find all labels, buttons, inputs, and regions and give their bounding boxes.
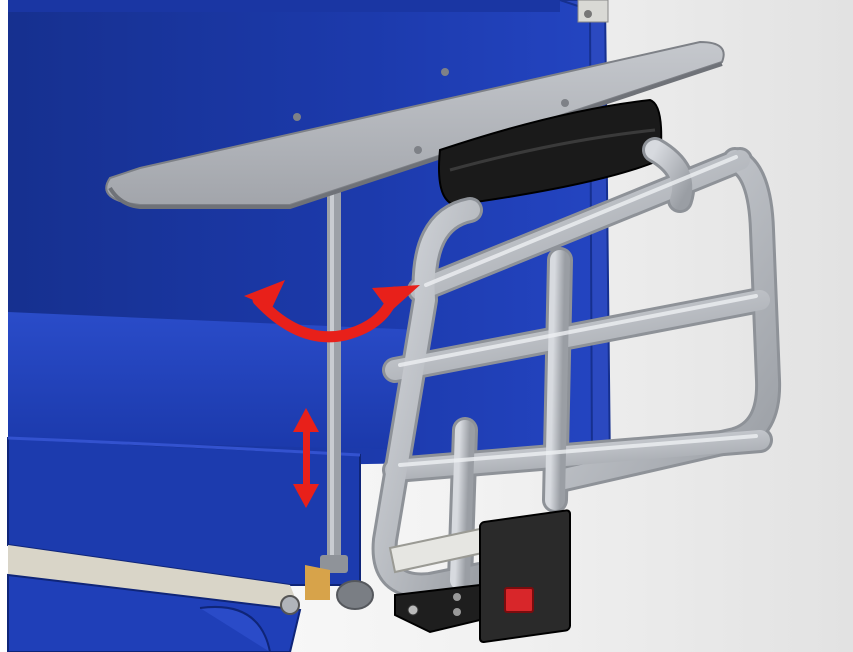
rail-latch xyxy=(388,509,571,644)
side-rail xyxy=(371,137,782,599)
height-arrow xyxy=(293,408,319,508)
tray-pole xyxy=(280,185,374,615)
rotate-arrow xyxy=(244,280,420,343)
bed-seat xyxy=(7,312,420,652)
tray-table xyxy=(105,40,725,209)
backrest-hinge xyxy=(577,0,609,23)
